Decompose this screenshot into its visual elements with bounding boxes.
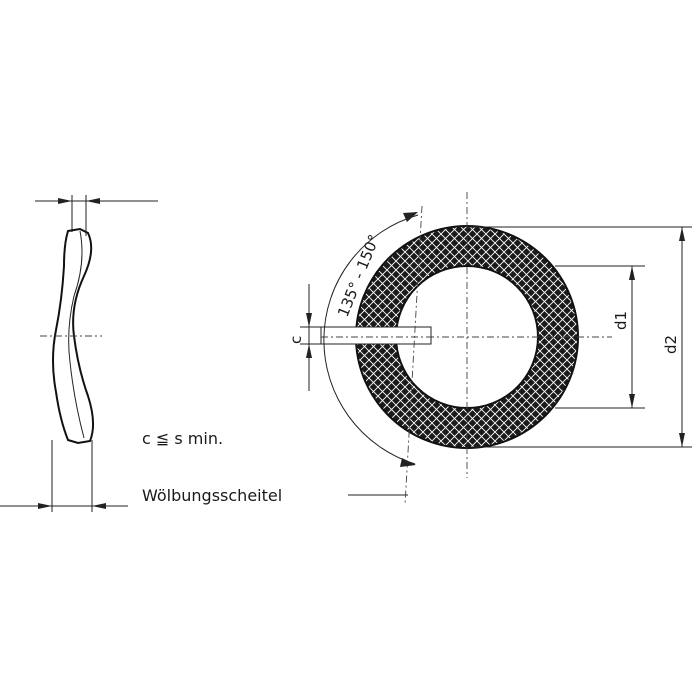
arrow-right-bottom bbox=[92, 503, 106, 509]
c-arrow-top bbox=[306, 313, 312, 327]
c-label: c bbox=[287, 336, 305, 344]
washer-inner-edge bbox=[68, 230, 85, 439]
d2-label: d2 bbox=[662, 335, 680, 354]
d1-label: d1 bbox=[612, 311, 630, 330]
d2-arrow-top bbox=[679, 227, 685, 241]
crest-label: Wölbungsscheitel bbox=[142, 486, 282, 505]
crest-line bbox=[404, 205, 423, 506]
angle-arrow-bottom bbox=[400, 458, 416, 467]
angle-arrow-top bbox=[403, 212, 418, 222]
arrow-left-bottom bbox=[38, 503, 52, 509]
d2-arrow-bottom bbox=[679, 433, 685, 447]
angle-arc bbox=[323, 214, 419, 465]
c-arrow-bottom bbox=[306, 344, 312, 358]
arrow-right-top bbox=[86, 198, 100, 204]
d1-arrow-top bbox=[629, 266, 635, 280]
slot bbox=[320, 326, 432, 345]
condition-label: c ≦ s min. bbox=[142, 429, 223, 448]
side-view bbox=[0, 195, 158, 512]
d1-arrow-bottom bbox=[629, 394, 635, 408]
arrow-left-top bbox=[58, 198, 72, 204]
washer-profile bbox=[52, 227, 94, 445]
front-view: 135° - 150° c d1 d2 bbox=[287, 192, 692, 506]
